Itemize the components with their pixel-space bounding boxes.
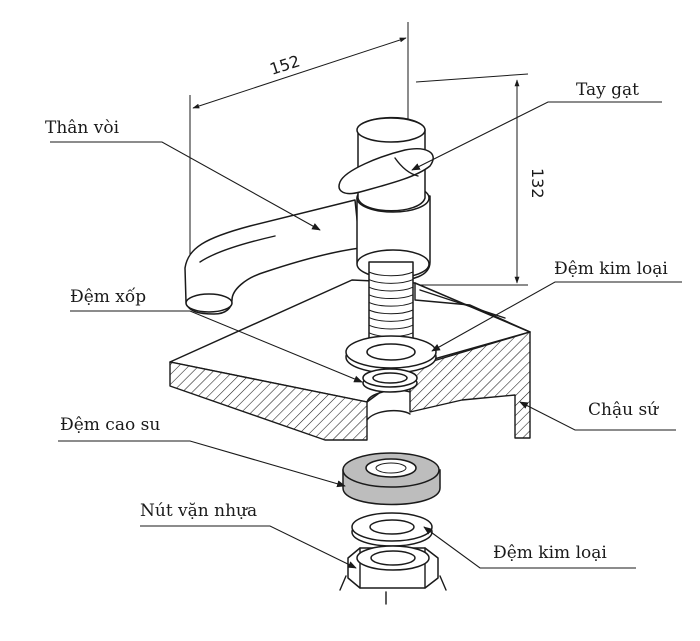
plastic-nut <box>339 545 447 605</box>
label-dem-kim-loai-top: Đệm kim loại <box>431 259 682 352</box>
thread-ridge <box>368 309 414 315</box>
thread-ridge <box>368 271 414 277</box>
label-dem-kim-loai-top-text: Đệm kim loại <box>554 259 668 279</box>
height-dimension: 132 <box>410 73 547 286</box>
label-dem-kim-loai-bottom-text: Đệm kim loại <box>493 543 607 563</box>
label-dem-xop-text: Đệm xốp <box>70 287 146 307</box>
bottom-metal-washer <box>351 512 433 547</box>
label-than-voi-text: Thân vòi <box>45 118 120 138</box>
basin-slab <box>169 279 531 441</box>
threaded-shank <box>368 261 414 345</box>
thread-ridge <box>368 286 414 292</box>
thread-ridge <box>368 301 414 307</box>
thread-ridge <box>368 294 414 300</box>
top-metal-washer <box>345 335 437 374</box>
label-dem-kim-loai-bottom: Đệm kim loại <box>423 526 636 569</box>
rubber-washer <box>342 452 441 506</box>
label-dem-cao-su: Đệm cao su <box>58 415 346 488</box>
label-dem-cao-su-text: Đệm cao su <box>60 415 160 435</box>
label-tay-gat: Tay gạt <box>411 80 662 171</box>
width-dimension-label: 152 <box>267 51 302 79</box>
thread-ridge <box>368 317 414 322</box>
foam-washer <box>362 368 418 393</box>
height-dimension-label: 132 <box>528 168 547 199</box>
label-chau-su: Chậu sứ <box>519 400 676 431</box>
label-nut-van-nhua-text: Nút vặn nhựa <box>140 501 257 521</box>
label-chau-su-text: Chậu sứ <box>588 400 659 420</box>
label-nut-van-nhua: Nút vặn nhựa <box>140 501 357 569</box>
thread-ridge <box>368 279 414 284</box>
label-tay-gat-text: Tay gạt <box>576 80 639 100</box>
label-than-voi: Thân vòi <box>45 118 321 231</box>
label-dem-xop: Đệm xốp <box>70 287 363 383</box>
thread-ridge <box>368 324 414 330</box>
